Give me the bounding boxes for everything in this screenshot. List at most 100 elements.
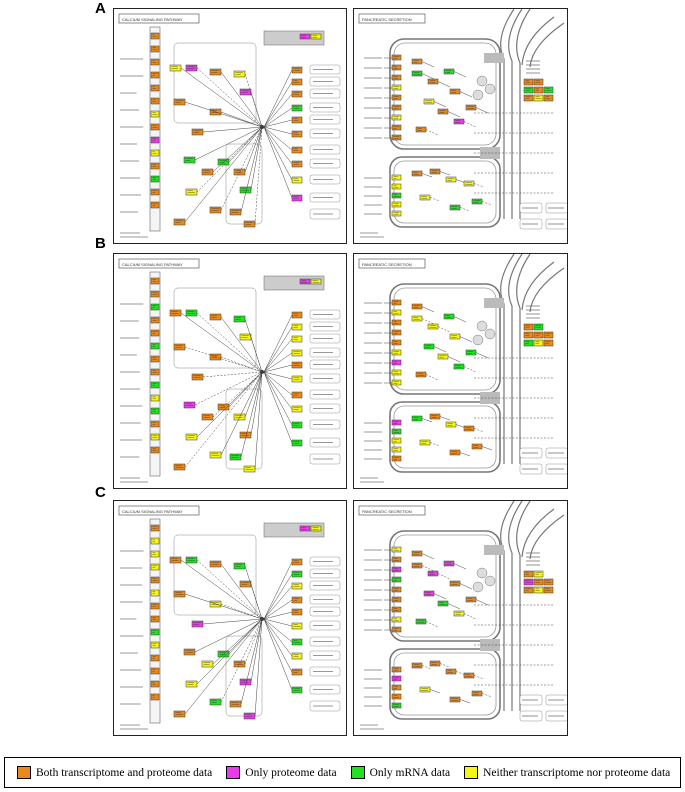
relation-arrow (425, 374, 439, 381)
relation-arrow (220, 126, 263, 211)
relation-arrow (220, 71, 263, 128)
gene-box (523, 78, 534, 86)
gene-box (391, 339, 402, 346)
gene-box (391, 84, 402, 91)
gene-box (523, 331, 534, 339)
gene-box (463, 672, 475, 679)
er-compartment (173, 42, 257, 124)
duct-wall (521, 508, 555, 558)
gene-box (437, 353, 449, 360)
duct-wall (516, 501, 531, 711)
relation-arrow (228, 126, 263, 163)
gene-box (391, 666, 402, 673)
relation-arrow (220, 603, 263, 620)
gene-box (449, 696, 461, 703)
relation-arrow (437, 326, 451, 333)
pancreatic-pathway-svg: PANCREATIC SECRETION (358, 501, 567, 730)
relation-arrow (463, 613, 477, 620)
relation-arrow (202, 126, 263, 133)
duct-cell (389, 648, 501, 720)
gene-box (150, 420, 160, 428)
gene-box (465, 104, 477, 111)
duct-wall (521, 16, 555, 66)
duct-wall (516, 254, 531, 464)
relation-arrow (196, 126, 263, 193)
calcium-pathway-svg: CALCIUM SIGNALING PATHWAY (118, 258, 341, 483)
gene-box (150, 667, 160, 675)
color-legend: Both transcriptome and proteome data Onl… (4, 757, 681, 788)
gene-box (209, 68, 222, 76)
relation-arrow (244, 371, 263, 418)
zymogen-granule (472, 334, 484, 346)
gene-box (150, 84, 160, 92)
gene-box (150, 149, 160, 157)
gene-box (391, 309, 402, 316)
relation-arrow (202, 371, 263, 378)
gene-box (150, 97, 160, 105)
gene-box (437, 600, 449, 607)
gene-box (209, 560, 222, 568)
pathway-title-box (118, 13, 200, 24)
gene-box (185, 309, 198, 317)
gene-box (291, 146, 303, 154)
gene-box (437, 108, 449, 115)
relation-arrow (196, 312, 263, 373)
pancreatic-pathway-c: PANCREATIC SECRETION (353, 500, 568, 736)
legend-swatch-proteome (226, 766, 241, 779)
gene-box (233, 70, 246, 78)
relation-arrow (240, 618, 263, 705)
legend-label-neither: Neither transcriptome nor proteome data (483, 766, 671, 779)
relation-arrow (459, 452, 471, 457)
legend-label-mrna: Only mRNA data (369, 766, 451, 779)
relation-arrow (184, 371, 263, 468)
relation-arrow (196, 618, 263, 685)
gene-box (229, 700, 242, 708)
relation-arrow (263, 119, 293, 128)
relation-arrow (263, 561, 293, 620)
relation-arrow (244, 126, 263, 173)
gene-box (391, 104, 402, 111)
gene-box (150, 329, 160, 337)
zymogen-granule (472, 581, 484, 593)
relation-arrow (481, 446, 493, 451)
gene-box (415, 371, 427, 378)
gene-box (391, 379, 402, 386)
relation-arrow (180, 559, 263, 620)
gene-box (150, 654, 160, 662)
gene-box (391, 183, 402, 190)
duct-wall (529, 267, 565, 313)
relation-arrow (196, 67, 263, 128)
gene-box (291, 686, 303, 694)
gene-box (201, 660, 214, 668)
gene-box (299, 33, 311, 40)
legend-item-neither: Neither transcriptome nor proteome data (464, 766, 670, 779)
gene-box (209, 313, 222, 321)
relation-arrow (421, 73, 435, 80)
gene-box (411, 315, 423, 322)
relation-arrow (220, 356, 263, 373)
gene-box (533, 323, 544, 331)
relation-arrow (250, 371, 263, 436)
gene-box (291, 375, 303, 383)
gene-box (191, 373, 204, 381)
gene-box (150, 563, 160, 571)
gene-box (429, 413, 441, 420)
gene-box (243, 465, 256, 473)
relation-arrow (220, 111, 263, 128)
gene-box (291, 66, 303, 74)
relation-arrow (425, 129, 439, 136)
gene-box (449, 88, 461, 95)
gene-box (291, 323, 303, 331)
gene-box (150, 71, 160, 79)
relation-arrow (439, 663, 451, 668)
relation-arrow (184, 126, 263, 223)
relation-arrow (194, 618, 263, 653)
gene-box (291, 421, 303, 429)
calcium-pathway-b: CALCIUM SIGNALING PATHWAY (113, 253, 347, 489)
gene-box (443, 68, 455, 75)
gene-box (291, 638, 303, 646)
legend-item-mrna: Only mRNA data (350, 766, 451, 779)
relation-arrow (263, 371, 293, 380)
gene-box (453, 363, 465, 370)
gene-box (543, 578, 554, 586)
